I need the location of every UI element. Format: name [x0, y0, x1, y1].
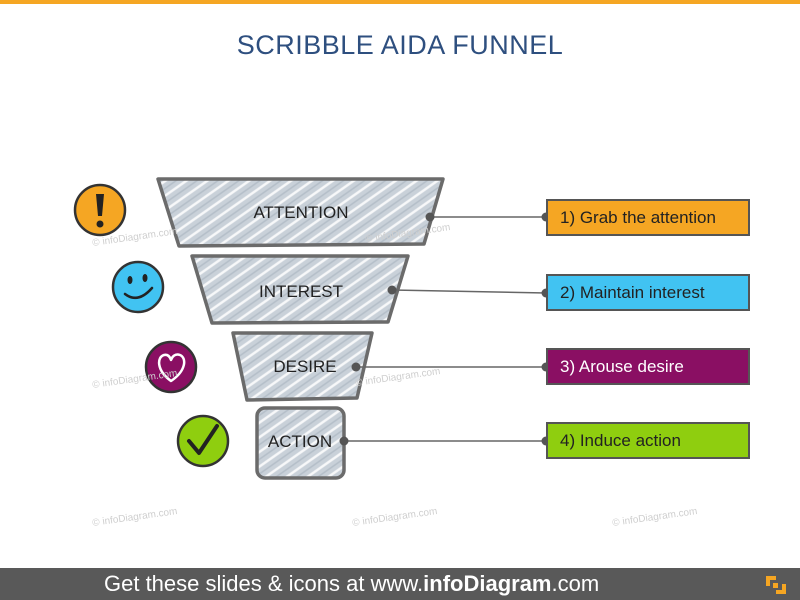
connector-attention	[425, 212, 551, 222]
checkmark-icon	[176, 414, 230, 468]
heart-icon	[144, 340, 198, 394]
infodiagram-logo-icon	[766, 576, 786, 594]
stage-box-action: 4) Induce action	[546, 422, 750, 459]
connector-desire	[351, 362, 551, 372]
smiley-icon	[111, 260, 165, 314]
funnel-label-attention: ATTENTION	[253, 203, 348, 222]
funnel-label-action: ACTION	[268, 432, 332, 451]
top-accent-bar	[0, 0, 800, 4]
funnel-label-desire: DESIRE	[273, 357, 336, 376]
footer-prefix: Get these slides & icons at www.	[104, 571, 424, 596]
stage-box-interest: 2) Maintain interest	[546, 274, 750, 311]
footer-brand: infoDiagram	[423, 571, 552, 596]
funnel-segment-interest	[190, 254, 410, 325]
footer-suffix: .com	[551, 571, 600, 596]
footer-banner: Get these slides & icons at www.infoDiag…	[0, 568, 800, 600]
exclamation-icon	[73, 183, 127, 237]
footer-text[interactable]: Get these slides & icons at www.infoDiag…	[104, 568, 599, 600]
funnel-segment-desire	[231, 331, 374, 402]
connector-interest	[387, 285, 551, 298]
connector-action	[339, 436, 551, 446]
stage-box-attention: 1) Grab the attention	[546, 199, 750, 236]
funnel-label-interest: INTEREST	[259, 282, 343, 301]
stage-box-desire: 3) Arouse desire	[546, 348, 750, 385]
page-title: SCRIBBLE AIDA FUNNEL	[236, 30, 564, 60]
funnel-segment-attention	[156, 177, 445, 248]
